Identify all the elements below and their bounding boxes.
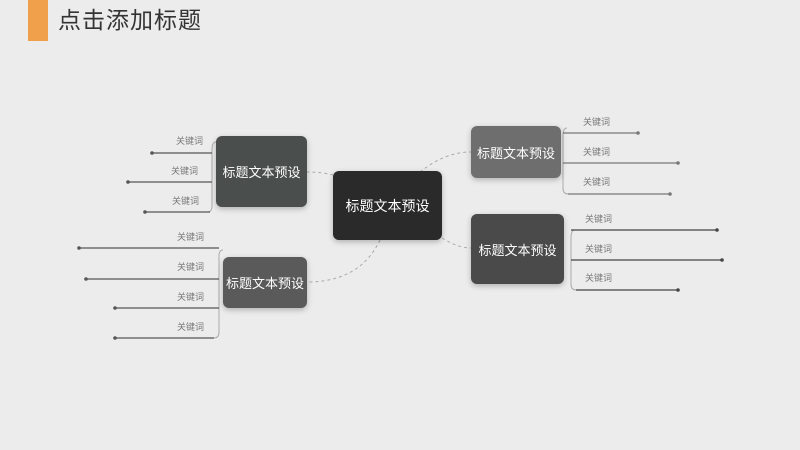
keyword-label[interactable]: 关键词: [585, 215, 613, 225]
keyword-label[interactable]: 关键词: [177, 233, 205, 243]
keyword-dot: [113, 336, 117, 340]
keyword-dot: [113, 306, 117, 310]
keyword-label[interactable]: 关键词: [176, 137, 204, 147]
keyword-dot: [84, 277, 88, 281]
keyword-label[interactable]: 关键词: [585, 245, 613, 255]
keyword-dot: [720, 258, 724, 262]
keyword-dot: [126, 180, 130, 184]
bracket-bottom-left: [213, 249, 224, 339]
keyword-label[interactable]: 关键词: [583, 118, 611, 128]
bracket-top-right: [562, 127, 569, 195]
keyword-dot: [676, 288, 680, 292]
keyword-label[interactable]: 关键词: [583, 178, 611, 188]
keyword-dot: [77, 246, 81, 250]
title-accent-bar: [28, 0, 48, 41]
keyword-label[interactable]: 关键词: [171, 167, 199, 177]
connector-center-bottom-right: [441, 237, 472, 249]
keyword-dot: [715, 228, 719, 232]
keyword-dot: [143, 210, 147, 214]
connector-center-top-right: [419, 151, 472, 173]
connector-center-top-left: [306, 171, 334, 176]
keyword-label[interactable]: 关键词: [177, 323, 205, 333]
branch-node-top-right[interactable]: 标题文本预设: [471, 126, 561, 178]
bracket-bottom-right: [570, 229, 577, 291]
center-node[interactable]: 标题文本预设: [333, 171, 442, 240]
page-title[interactable]: 点击添加标题: [58, 8, 202, 34]
branch-node-top-left[interactable]: 标题文本预设: [216, 136, 307, 207]
keyword-dot: [676, 161, 680, 165]
branch-node-bottom-right[interactable]: 标题文本预设: [471, 214, 564, 284]
keyword-label[interactable]: 关键词: [172, 197, 200, 207]
keyword-dot: [668, 192, 672, 196]
keyword-dot: [150, 151, 154, 155]
branch-node-bottom-left[interactable]: 标题文本预设: [223, 257, 307, 308]
connector-center-bottom-left: [306, 239, 381, 283]
bracket-top-left: [207, 141, 217, 213]
keyword-label[interactable]: 关键词: [585, 274, 613, 284]
keyword-label[interactable]: 关键词: [583, 148, 611, 158]
keyword-label[interactable]: 关键词: [177, 263, 205, 273]
keyword-label[interactable]: 关键词: [177, 293, 205, 303]
keyword-dot: [636, 131, 640, 135]
